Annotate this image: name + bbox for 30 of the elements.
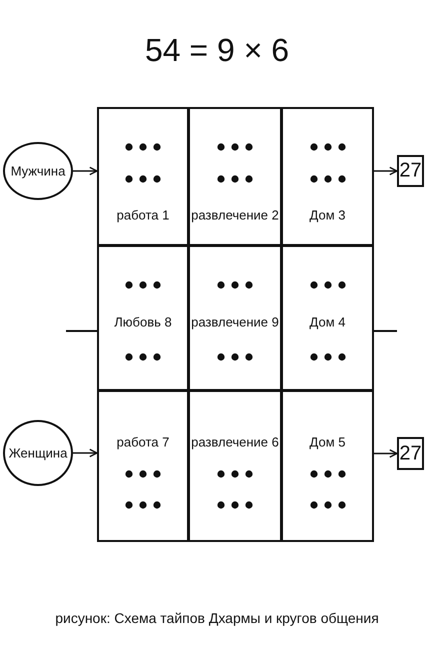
cell-label: развлечение 9 <box>191 314 279 330</box>
node-label: Женщина <box>8 446 68 460</box>
grid-cell <box>281 390 374 542</box>
node-label: 27 <box>399 442 422 465</box>
grid-cell <box>281 107 374 246</box>
grid-cell <box>188 107 282 246</box>
number-box <box>397 437 424 470</box>
grid-cell <box>188 245 282 391</box>
grid-cell <box>97 107 189 246</box>
cell-label: работа 1 <box>116 208 170 222</box>
grid-cell <box>97 390 189 542</box>
arrow <box>374 166 398 176</box>
number-box <box>397 155 424 187</box>
cell-label: развлечение 2 <box>191 208 279 222</box>
grid-cell <box>281 245 374 391</box>
grid-cell <box>188 390 282 542</box>
arrow <box>73 448 98 458</box>
arrow <box>374 449 398 458</box>
node-label: 27 <box>399 160 422 182</box>
cell-label: Дом 4 <box>310 314 346 330</box>
cell-label: развлечение 6 <box>191 434 279 450</box>
node-label: Мужчина <box>10 164 66 178</box>
cell-label: работа 7 <box>116 434 170 450</box>
caption: рисунок: Схема тайпов Дхармы и кругов общения <box>54 610 380 626</box>
grid-cell <box>97 245 189 391</box>
title: 54 = 9 × 6 <box>144 32 290 69</box>
cell-label: Любовь 8 <box>114 314 172 330</box>
arrow <box>73 166 98 176</box>
cell-label: Дом 5 <box>310 434 346 450</box>
cell-label: Дом 3 <box>310 208 346 222</box>
